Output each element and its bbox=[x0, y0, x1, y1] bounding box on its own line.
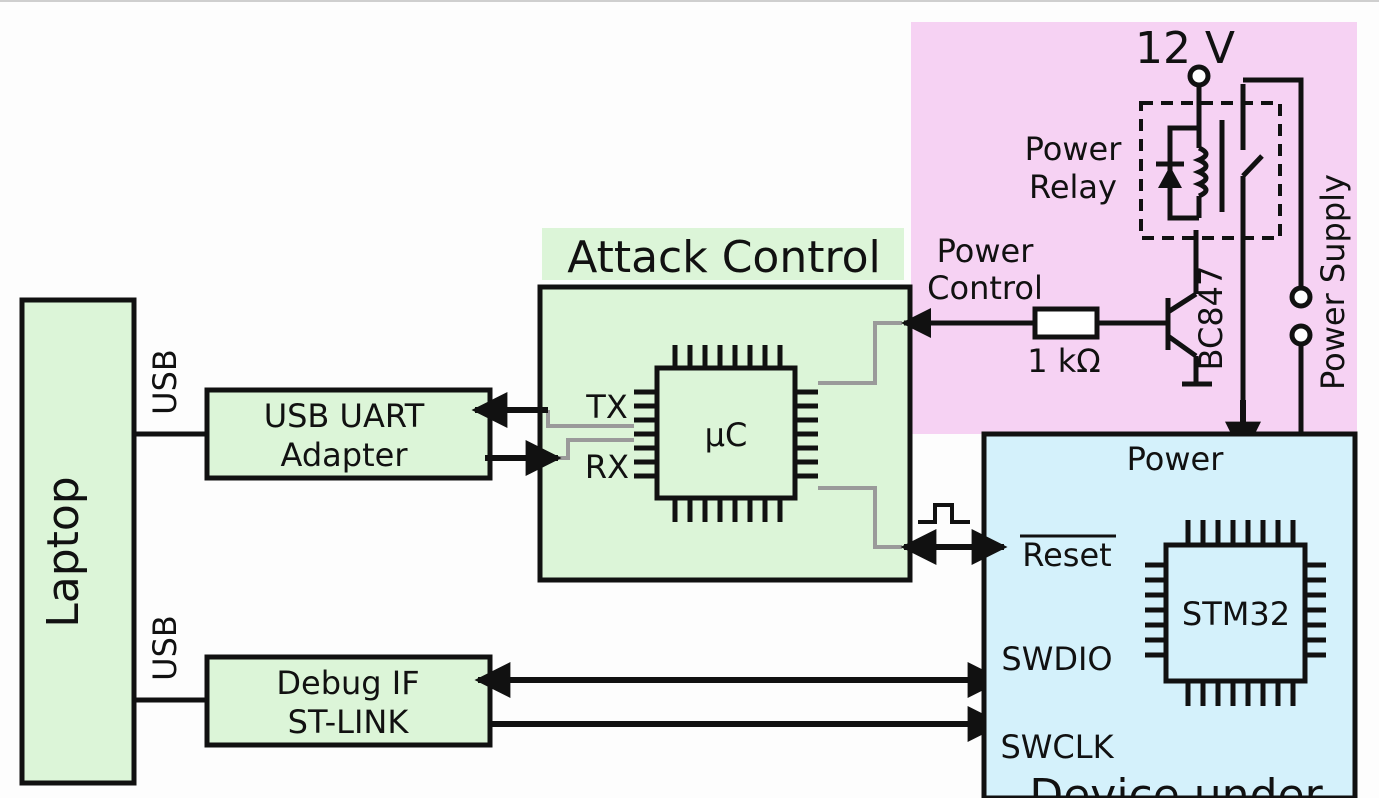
uart-label-line2: Adapter bbox=[281, 436, 409, 474]
tx-label: TX bbox=[585, 388, 627, 426]
power-control-label-line2: Control bbox=[927, 269, 1043, 307]
power-supply-wire bbox=[1243, 77, 1304, 288]
stm32-chip bbox=[1163, 542, 1308, 684]
dut-reset-label: Reset bbox=[1022, 536, 1111, 574]
transistor-symbol bbox=[1165, 230, 1212, 387]
power-supply-terminal-bottom bbox=[1289, 323, 1313, 347]
power-control-label-line1: Power bbox=[937, 232, 1035, 270]
dut-power-label: Power bbox=[1127, 440, 1225, 478]
rx-label: RX bbox=[585, 448, 629, 486]
debug-label-line1: Debug IF bbox=[276, 664, 419, 702]
dut-swclk-label: SWCLK bbox=[1000, 728, 1114, 766]
attack-title-bg bbox=[542, 228, 904, 280]
transistor-label: BC847 bbox=[1192, 266, 1230, 371]
relay-diode bbox=[1158, 166, 1182, 188]
laptop-label: Laptop bbox=[38, 476, 89, 628]
attack-control-title: Attack Control bbox=[567, 232, 881, 283]
voltage-label: 12 V bbox=[1135, 23, 1235, 74]
usb-top-label: USB bbox=[146, 349, 184, 415]
voltage-terminal bbox=[1187, 64, 1211, 88]
relay-label-line1: Power bbox=[1025, 130, 1123, 168]
stm32-chip-pins bbox=[1145, 520, 1326, 706]
resistor-symbol bbox=[1032, 306, 1100, 340]
power-supply-label: Power Supply bbox=[1314, 174, 1352, 390]
relay-outline bbox=[1139, 101, 1282, 240]
uc-chip-pins bbox=[634, 345, 818, 522]
uc-chip bbox=[654, 365, 798, 501]
resistor-label: 1 kΩ bbox=[1027, 342, 1101, 380]
usb-uart-adapter-box: USB UART Adapter bbox=[204, 387, 493, 481]
power-supply-terminal-top bbox=[1289, 285, 1313, 309]
dut-swdio-label: SWDIO bbox=[1001, 640, 1112, 678]
uart-label-line1: USB UART bbox=[264, 397, 425, 435]
usb-bottom-label: USB bbox=[146, 615, 184, 681]
relay-label-line2: Relay bbox=[1029, 168, 1117, 206]
stm32-label: STM32 bbox=[1182, 595, 1290, 633]
laptop-box: Laptop bbox=[19, 297, 137, 786]
uc-label: µC bbox=[705, 416, 748, 454]
debug-if-box: Debug IF ST-LINK bbox=[204, 654, 493, 748]
power-region bbox=[911, 22, 1357, 434]
debug-label-line2: ST-LINK bbox=[288, 703, 410, 741]
reset-pulse-icon bbox=[918, 503, 970, 524]
dut-title: Device under bbox=[1029, 770, 1323, 798]
